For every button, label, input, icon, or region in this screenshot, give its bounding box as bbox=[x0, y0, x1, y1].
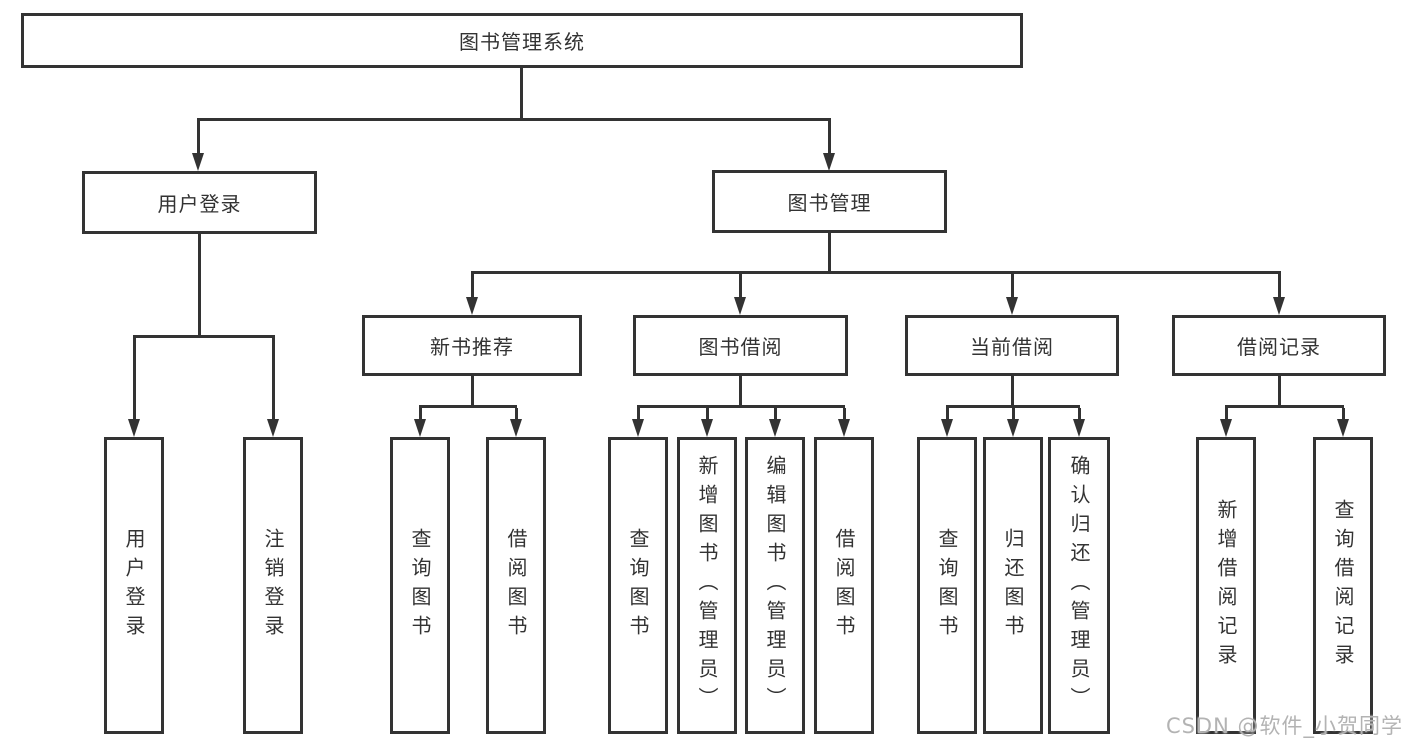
arrow-down-icon bbox=[632, 419, 644, 437]
arrow-down-icon bbox=[192, 153, 204, 171]
arrow-down-icon bbox=[1220, 419, 1232, 437]
connector-line bbox=[272, 338, 275, 419]
arrow-down-icon bbox=[701, 419, 713, 437]
connector-line bbox=[520, 68, 523, 120]
connector-line bbox=[828, 233, 831, 274]
arrow-down-icon bbox=[769, 419, 781, 437]
arrow-down-icon bbox=[466, 297, 478, 315]
leaf-current-return-books: 归还图书 bbox=[983, 437, 1043, 734]
connector-line bbox=[133, 338, 136, 419]
connector-line bbox=[419, 405, 517, 408]
leaf-newbooks-query-books: 查询图书 bbox=[390, 437, 450, 734]
connector-line bbox=[1225, 408, 1228, 419]
node-book-borrowing: 图书借阅 bbox=[633, 315, 848, 376]
connector-line bbox=[471, 376, 474, 408]
leaf-borrowing-add-books-admin: 新增图书（管理员） bbox=[677, 437, 737, 734]
connector-line bbox=[197, 118, 831, 121]
arrow-down-icon bbox=[128, 419, 140, 437]
arrow-down-icon bbox=[510, 419, 522, 437]
arrow-down-icon bbox=[941, 419, 953, 437]
leaf-logout: 注销登录 bbox=[243, 437, 303, 734]
arrow-down-icon bbox=[1273, 297, 1285, 315]
node-current-borrowing: 当前借阅 bbox=[905, 315, 1119, 376]
connector-line bbox=[1012, 408, 1015, 419]
connector-line bbox=[828, 121, 831, 154]
arrow-down-icon bbox=[1337, 419, 1349, 437]
connector-line bbox=[946, 405, 1080, 408]
node-new-book-recommend: 新书推荐 bbox=[362, 315, 582, 376]
connector-line bbox=[1011, 376, 1014, 408]
leaf-records-query-record: 查询借阅记录 bbox=[1313, 437, 1373, 734]
connector-line bbox=[946, 408, 949, 419]
arrow-down-icon bbox=[1006, 297, 1018, 315]
arrow-down-icon bbox=[734, 297, 746, 315]
connector-line bbox=[774, 408, 777, 419]
connector-line bbox=[706, 408, 709, 419]
connector-line bbox=[471, 271, 1281, 274]
connector-line bbox=[133, 335, 275, 338]
leaf-borrowing-borrow-books: 借阅图书 bbox=[814, 437, 874, 734]
leaf-newbooks-borrow-books: 借阅图书 bbox=[486, 437, 546, 734]
node-root: 图书管理系统 bbox=[21, 13, 1023, 68]
connector-line bbox=[515, 408, 518, 419]
leaf-borrowing-query-books: 查询图书 bbox=[608, 437, 668, 734]
leaf-records-add-record: 新增借阅记录 bbox=[1196, 437, 1256, 734]
node-borrowing-records: 借阅记录 bbox=[1172, 315, 1386, 376]
connector-line bbox=[471, 274, 474, 297]
connector-line bbox=[1078, 408, 1081, 419]
arrow-down-icon bbox=[1073, 419, 1085, 437]
arrow-down-icon bbox=[1007, 419, 1019, 437]
connector-line bbox=[739, 274, 742, 297]
connector-line bbox=[637, 405, 845, 408]
leaf-current-query-books: 查询图书 bbox=[917, 437, 977, 734]
connector-line bbox=[198, 234, 201, 338]
connector-line bbox=[739, 376, 742, 408]
csdn-watermark: CSDN @软件_小贺同学 bbox=[1165, 714, 1403, 738]
connector-line bbox=[1278, 274, 1281, 297]
connector-line bbox=[1011, 274, 1014, 297]
leaf-borrowing-edit-books-admin: 编辑图书（管理员） bbox=[745, 437, 805, 734]
arrow-down-icon bbox=[414, 419, 426, 437]
node-book-management: 图书管理 bbox=[712, 170, 947, 233]
connector-line bbox=[1278, 376, 1281, 408]
node-user-login: 用户登录 bbox=[82, 171, 317, 234]
connector-line bbox=[1225, 405, 1344, 408]
arrow-down-icon bbox=[823, 153, 835, 171]
connector-line bbox=[419, 408, 422, 419]
connector-line bbox=[197, 121, 200, 154]
connector-line bbox=[1342, 408, 1345, 419]
arrow-down-icon bbox=[267, 419, 279, 437]
arrow-down-icon bbox=[838, 419, 850, 437]
leaf-current-confirm-return-admin: 确认归还（管理员） bbox=[1048, 437, 1110, 734]
connector-line bbox=[843, 408, 846, 419]
connector-line bbox=[637, 408, 640, 419]
leaf-user-login: 用户登录 bbox=[104, 437, 164, 734]
